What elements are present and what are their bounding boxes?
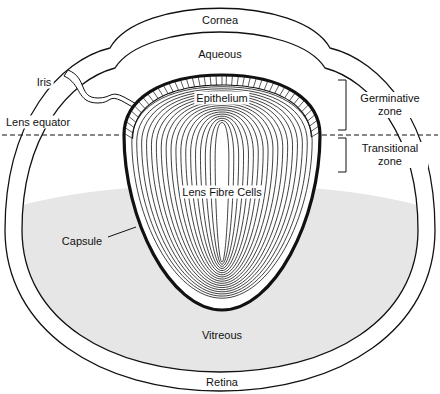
part-label: Germinative zone [352, 92, 428, 118]
part-label: Capsule [60, 235, 104, 248]
zone-bracket [338, 138, 346, 172]
part-label: Aqueous [196, 48, 243, 61]
epithelial-cell [134, 106, 141, 113]
fibre-line [171, 104, 273, 282]
fibre-line [161, 99, 283, 285]
zone-bracket [338, 80, 346, 130]
part-label: Iris [35, 76, 54, 89]
fibre-line [142, 91, 303, 294]
fibre-line [176, 106, 268, 279]
epithelial-cell [131, 111, 138, 118]
leader-line [108, 227, 136, 237]
part-label: Transitional zone [352, 142, 428, 168]
part-label: Lens equator [4, 116, 72, 129]
part-label: Retina [204, 376, 240, 389]
fibre-line [147, 93, 298, 292]
fibre-line [156, 97, 287, 287]
equator-line [2, 135, 122, 136]
part-label: Cornea [200, 14, 240, 27]
part-label: Vitreous [200, 329, 244, 342]
equator-line [322, 135, 438, 136]
part-label: Lens Fibre Cells [180, 186, 263, 199]
iris [64, 70, 140, 110]
part-label: Epithelium [194, 92, 249, 105]
lens-capsule [124, 75, 320, 310]
fibre-line [151, 95, 292, 290]
lens-body [124, 75, 320, 310]
fibre-line [137, 89, 308, 296]
epithelial-cell [302, 104, 309, 111]
fibre-line [181, 108, 263, 277]
inner-wall [22, 32, 418, 372]
epithelium-layer [124, 75, 320, 138]
epithelium-inner-line [133, 85, 312, 138]
fibre-line [166, 101, 278, 283]
epithelial-cell [305, 109, 312, 116]
